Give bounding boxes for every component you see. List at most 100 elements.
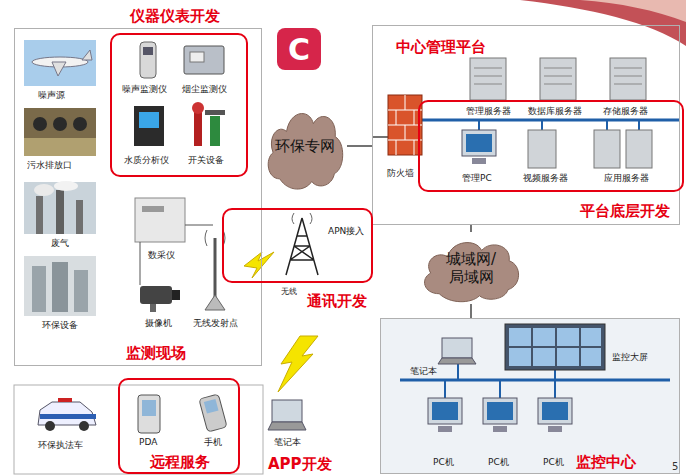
antenna-icon bbox=[205, 295, 225, 310]
logo bbox=[277, 28, 321, 70]
device-caption: 笔记本 bbox=[274, 437, 301, 448]
equipment-photo bbox=[24, 256, 96, 316]
network-link bbox=[470, 225, 472, 232]
image-caption: 污水排放口 bbox=[27, 160, 72, 171]
network-wire bbox=[444, 380, 446, 398]
noise-meter-icon bbox=[143, 47, 153, 55]
sewage-outlet-photo bbox=[53, 117, 67, 131]
equipment-photo bbox=[52, 262, 68, 312]
server-icon bbox=[470, 58, 506, 100]
noise-source-photo bbox=[82, 50, 92, 60]
pc-icon bbox=[548, 426, 562, 432]
section-title: 平台底层开发 bbox=[580, 202, 670, 220]
noise-source-photo bbox=[24, 40, 96, 86]
data-logger-icon bbox=[135, 198, 213, 285]
device-caption: 数据库服务器 bbox=[528, 106, 582, 117]
equipment-photo bbox=[74, 270, 88, 312]
lightning-bolt bbox=[278, 336, 318, 392]
network-wire bbox=[554, 380, 556, 398]
device-caption: PC机 bbox=[488, 457, 509, 468]
water-analyzer-icon bbox=[139, 112, 159, 128]
server-icon bbox=[610, 58, 646, 100]
device-caption: 摄像机 bbox=[145, 318, 172, 329]
camera-icon bbox=[172, 290, 180, 300]
server-icon bbox=[540, 58, 576, 100]
patrol-car bbox=[40, 414, 96, 419]
pc-icon bbox=[432, 402, 458, 420]
cell-tower bbox=[286, 218, 318, 275]
video-wall bbox=[581, 348, 601, 366]
network-cloud: 环保专网 bbox=[263, 100, 347, 192]
pc-icon bbox=[487, 402, 513, 420]
server-icon bbox=[544, 68, 572, 84]
pc-icon bbox=[538, 398, 572, 424]
cloud-label: 环保专网 bbox=[275, 137, 335, 155]
corner-ribbon bbox=[580, 0, 686, 22]
device-caption: 应用服务器 bbox=[604, 173, 649, 184]
section-title: 监控中心 bbox=[576, 453, 636, 471]
exhaust-photo bbox=[54, 181, 78, 191]
video-wall bbox=[581, 328, 601, 346]
noise-meter-icon bbox=[140, 42, 156, 78]
water-analyzer-icon bbox=[134, 106, 164, 146]
firewall-icon bbox=[388, 95, 422, 155]
network-wire bbox=[541, 120, 543, 130]
section-title: 仪器仪表开发 bbox=[130, 7, 220, 25]
page-number: 5 bbox=[672, 461, 678, 473]
section-title: 通讯开发 bbox=[307, 292, 367, 310]
video-wall bbox=[557, 328, 579, 346]
server-icon bbox=[614, 68, 642, 84]
network-wire bbox=[606, 120, 608, 130]
laptop-icon bbox=[438, 358, 476, 364]
network-wire bbox=[478, 120, 480, 130]
sewage-outlet-photo bbox=[24, 138, 96, 156]
network-wire bbox=[372, 136, 388, 138]
section-title: APP开发 bbox=[268, 455, 332, 473]
sewage-outlet-photo bbox=[24, 108, 96, 156]
server-icon bbox=[626, 130, 652, 168]
device-caption: 视频服务器 bbox=[523, 173, 568, 184]
patrol-car bbox=[79, 421, 89, 431]
logo bbox=[277, 28, 321, 70]
exhaust-photo bbox=[36, 196, 43, 234]
section-title: 监测现场 bbox=[126, 344, 186, 362]
smoke-monitor-icon bbox=[190, 52, 204, 62]
firewall-icon bbox=[388, 95, 422, 155]
network-wire bbox=[499, 380, 501, 398]
device-caption: 数采仪 bbox=[148, 250, 175, 261]
device-caption: 手机 bbox=[204, 437, 222, 448]
patrol-car bbox=[45, 421, 55, 431]
panel-ground bbox=[14, 318, 680, 474]
lightning-bolt bbox=[244, 252, 318, 392]
phone-icon bbox=[199, 394, 227, 432]
panel-ground bbox=[380, 318, 680, 474]
cloud-label: 城域网/ 局域网 bbox=[438, 250, 504, 286]
exhaust-photo bbox=[56, 190, 64, 234]
network-wire bbox=[457, 364, 459, 380]
panel-ground bbox=[14, 385, 263, 474]
switch-valve-icon bbox=[192, 102, 225, 146]
pc-icon bbox=[483, 398, 517, 424]
noise-meter-icon bbox=[140, 42, 156, 78]
pc-icon bbox=[542, 402, 568, 420]
camera-icon bbox=[140, 286, 180, 312]
phone-icon bbox=[199, 394, 227, 432]
cloud-outline bbox=[425, 243, 519, 302]
smoke-monitor-icon bbox=[184, 46, 224, 74]
lightning-bolt bbox=[244, 252, 274, 278]
video-wall bbox=[505, 324, 605, 370]
device-caption: PDA bbox=[139, 437, 157, 448]
equipment-photo bbox=[24, 256, 96, 316]
server-icon bbox=[474, 68, 502, 84]
sewage-outlet-photo bbox=[24, 108, 96, 156]
video-wall bbox=[509, 348, 531, 366]
highlight-box: 远程服务 bbox=[118, 378, 240, 474]
image-caption: 环保设备 bbox=[42, 320, 78, 331]
device-caption: 防火墙 bbox=[387, 168, 414, 179]
laptop-icon bbox=[268, 422, 306, 430]
switch-valve-icon bbox=[205, 110, 225, 115]
server-icon bbox=[594, 130, 620, 168]
